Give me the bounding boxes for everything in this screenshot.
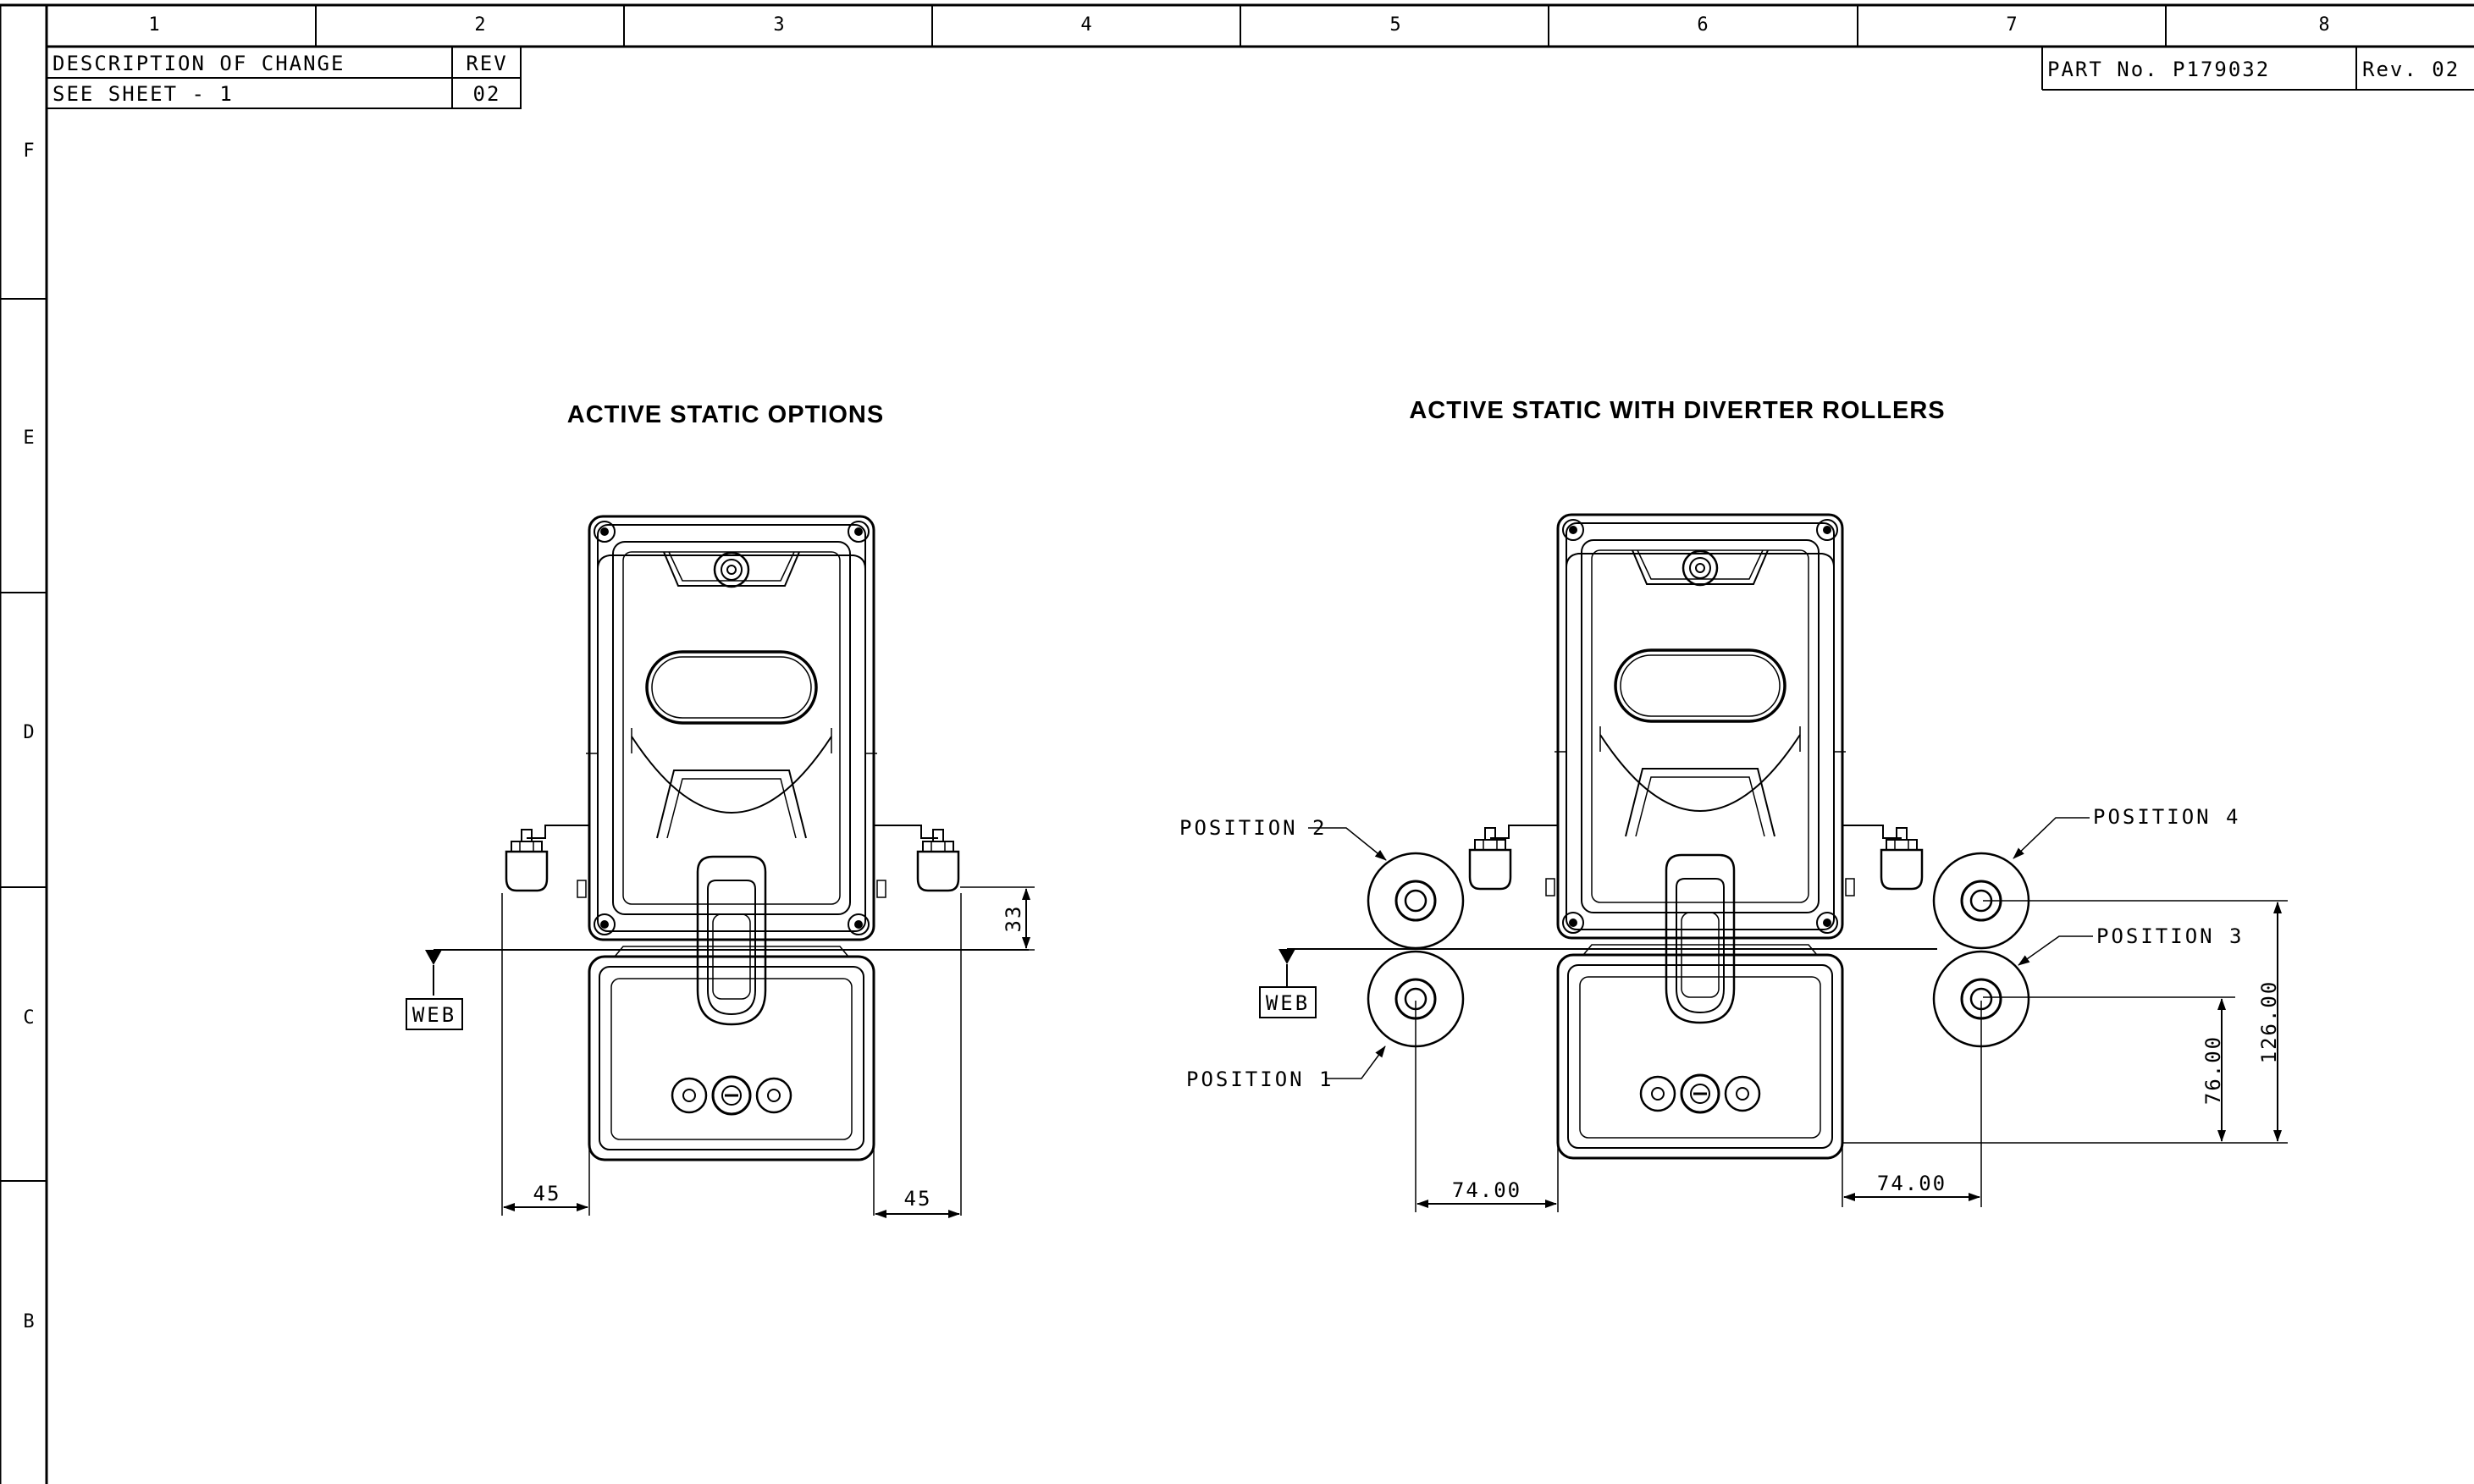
dim-74-left: 74.00 — [1452, 1178, 1521, 1202]
column-label-7: 7 — [2006, 14, 2017, 36]
dim-126: 126.00 — [2257, 980, 2281, 1064]
column-label-2: 2 — [474, 14, 485, 36]
row-label-d: D — [23, 722, 34, 743]
part-number-block: PART No. P179032 Rev. 02 — [2041, 47, 2474, 91]
dim-45-left: 45 — [533, 1182, 561, 1205]
dim-45-right: 45 — [904, 1187, 932, 1211]
column-label-3: 3 — [773, 14, 784, 36]
row-label-f: F — [23, 141, 34, 162]
dim-76: 76.00 — [2201, 1035, 2225, 1105]
row-label-c: C — [23, 1007, 34, 1029]
revision-header-rev: REV — [466, 52, 507, 75]
dim-33: 33 — [1002, 905, 1025, 933]
view-active-static-diverter-rollers: ACTIVE STATIC WITH DIVERTER ROLLERS WEB … — [1179, 397, 2288, 1212]
column-label-5: 5 — [1389, 14, 1400, 36]
revision-block: DESCRIPTION OF CHANGE REV SEE SHEET - 1 … — [46, 46, 522, 109]
column-label-4: 4 — [1080, 14, 1091, 36]
drawing-border — [0, 3, 2474, 1484]
revision-row-rev: 02 — [473, 82, 501, 106]
dim-74-right: 74.00 — [1877, 1172, 1947, 1195]
part-number: PART No. P179032 — [2047, 58, 2270, 81]
position-3-label: POSITION 3 — [2096, 924, 2245, 948]
web-label-right: WEB — [1266, 991, 1310, 1015]
view-title-left: ACTIVE STATIC OPTIONS — [567, 401, 884, 428]
row-label-e: E — [23, 428, 34, 449]
column-label-8: 8 — [2318, 14, 2329, 36]
position-4-label: POSITION 4 — [2093, 805, 2241, 829]
column-label-1: 1 — [148, 14, 159, 36]
revision-header-description: DESCRIPTION OF CHANGE — [52, 52, 345, 75]
view-active-static-options: ACTIVE STATIC OPTIONS WEB 33 45 45 — [406, 401, 1035, 1218]
row-labels: F E D C B — [23, 141, 34, 1332]
row-label-b: B — [23, 1311, 34, 1332]
view-title-right: ACTIVE STATIC WITH DIVERTER ROLLERS — [1409, 397, 1945, 424]
web-label-left: WEB — [412, 1003, 456, 1027]
column-labels: 1 2 3 4 5 6 7 8 — [148, 14, 2329, 36]
position-1-label: POSITION 1 — [1186, 1067, 1334, 1091]
column-label-6: 6 — [1697, 14, 1708, 36]
position-2-label: POSITION 2 — [1179, 816, 1328, 840]
revision-row-description: SEE SHEET - 1 — [52, 82, 234, 106]
part-revision: Rev. 02 — [2362, 58, 2460, 81]
